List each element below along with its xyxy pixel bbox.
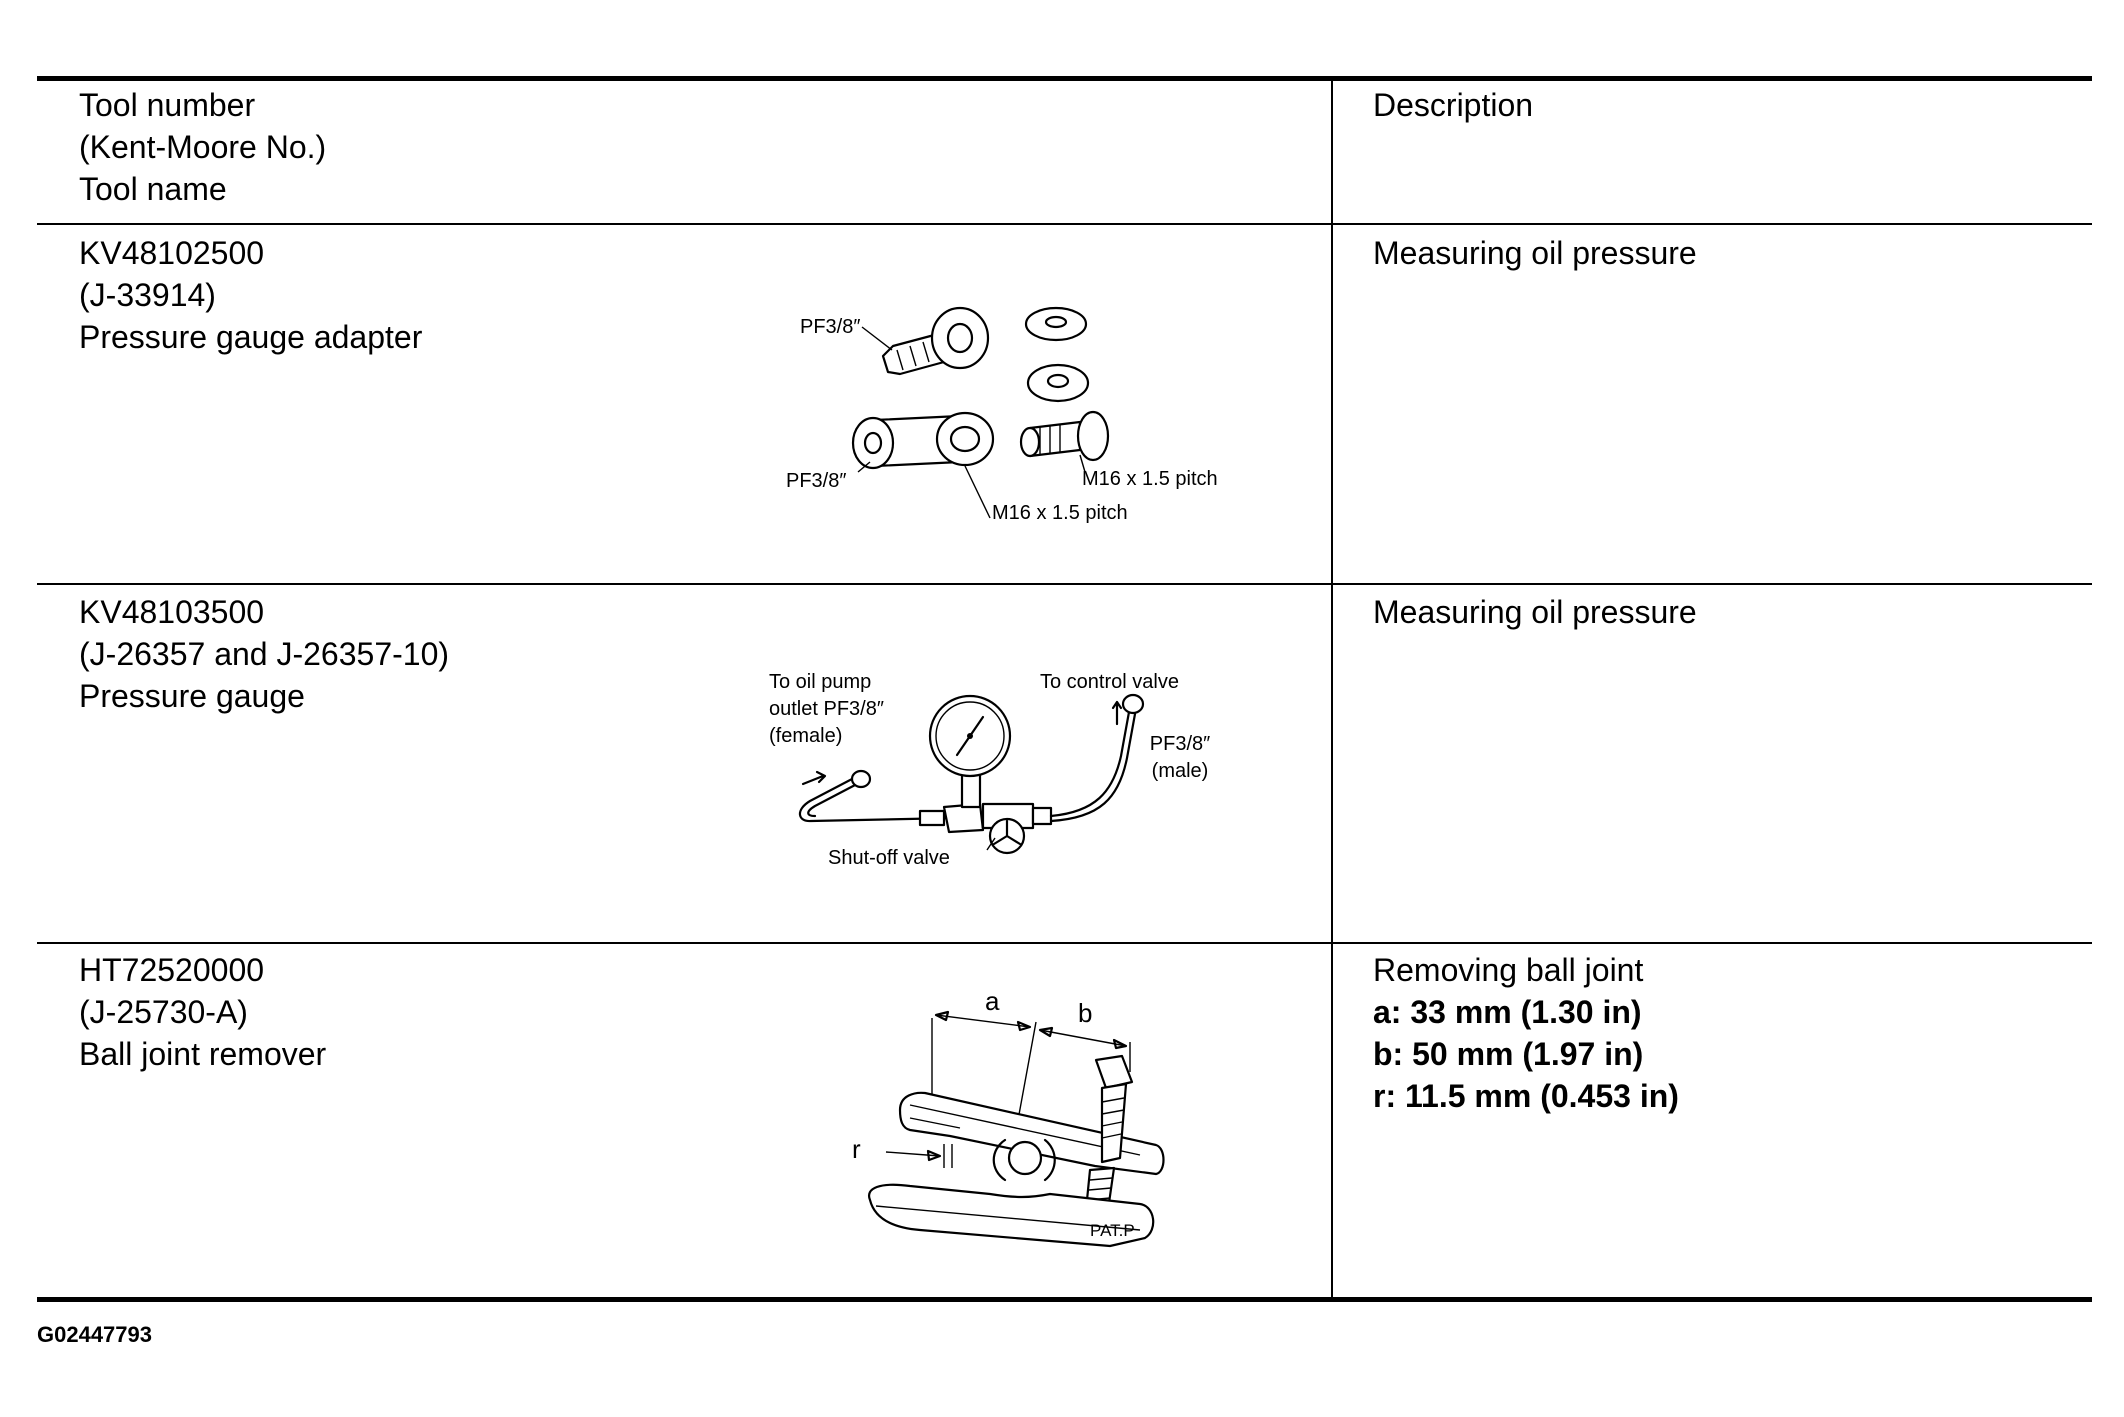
row-1-description: Measuring oil pressure: [1373, 232, 1697, 274]
callout-pf38-male: PF3/8″: [1150, 733, 1210, 755]
figure-id: G02447793: [37, 1322, 152, 1347]
tool-name: Pressure gauge: [79, 678, 305, 714]
callout-m16-bottom: M16 x 1.5 pitch: [992, 502, 1128, 524]
dimension-label-b: b: [1078, 998, 1092, 1028]
description-line: Measuring oil pressure: [1373, 594, 1697, 630]
row-2-tool-info: KV48103500 (J-26357 and J-26357-10) Pres…: [79, 591, 449, 717]
row-1-tool-info: KV48102500 (J-33914) Pressure gauge adap…: [79, 232, 422, 358]
pressure-gauge-adapter-illustration: PF3/8″ PF3/8″ M16 x 1.5 pitch M16 x 1.5 …: [786, 306, 1218, 524]
row-3-description: Removing ball joint a: 33 mm (1.30 in) b…: [1373, 949, 1679, 1117]
dimension-label-r: r: [852, 1134, 861, 1164]
ball-joint-remover-illustration: a b r PAT.P: [852, 986, 1165, 1248]
row-3-tool-info: HT72520000 (J-25730-A) Ball joint remove…: [79, 949, 326, 1075]
description-line: Measuring oil pressure: [1373, 235, 1697, 271]
header-kent-moore: (Kent-Moore No.): [79, 129, 327, 165]
tool-number: HT72520000: [79, 952, 265, 988]
tool-name: Pressure gauge adapter: [79, 319, 423, 355]
row-1-bottom-rule: [37, 583, 2092, 585]
callout-female: (female): [769, 725, 842, 747]
row-2-bottom-rule: [37, 942, 2092, 944]
dimension-label-a: a: [985, 986, 1000, 1016]
header-bottom-rule: [37, 223, 2092, 225]
dimension-a: a: 33 mm (1.30 in): [1373, 994, 1642, 1030]
callout-to-oil-pump: To oil pump: [769, 671, 871, 693]
dimension-r: r: 11.5 mm (0.453 in): [1373, 1078, 1679, 1114]
header-description: Description: [1373, 87, 1534, 123]
kent-moore-number: (J-25730-A): [79, 994, 248, 1030]
callout-pf38-bottom: PF3/8″: [786, 470, 846, 492]
dimension-b: b: 50 mm (1.97 in): [1373, 1036, 1644, 1072]
description-line: Removing ball joint: [1373, 952, 1644, 988]
callout-male: (male): [1152, 760, 1209, 782]
callout-to-control-valve: To control valve: [1040, 671, 1179, 693]
callout-shut-off-valve: Shut-off valve: [828, 847, 950, 869]
callout-pf38-top: PF3/8″: [800, 316, 860, 338]
tool-number: KV48103500: [79, 594, 265, 630]
header-tool-number: Tool number: [79, 87, 256, 123]
kent-moore-number: (J-33914): [79, 277, 216, 313]
header-tool-column: Tool number (Kent-Moore No.) Tool name: [79, 84, 326, 210]
column-divider: [1331, 80, 1333, 1298]
table-bottom-rule: [37, 1297, 2092, 1302]
callout-outlet-pf38: outlet PF3/8″: [769, 698, 884, 720]
header-tool-name: Tool name: [79, 171, 227, 207]
pressure-gauge-illustration: To oil pump outlet PF3/8″ (female) To co…: [769, 671, 1210, 869]
callout-m16-right: M16 x 1.5 pitch: [1082, 468, 1218, 490]
table-top-rule: [37, 76, 2092, 81]
kent-moore-number: (J-26357 and J-26357-10): [79, 636, 450, 672]
tool-number: KV48102500: [79, 235, 265, 271]
row-2-description: Measuring oil pressure: [1373, 591, 1697, 633]
tool-name: Ball joint remover: [79, 1036, 327, 1072]
patent-mark: PAT.P: [1090, 1221, 1135, 1240]
